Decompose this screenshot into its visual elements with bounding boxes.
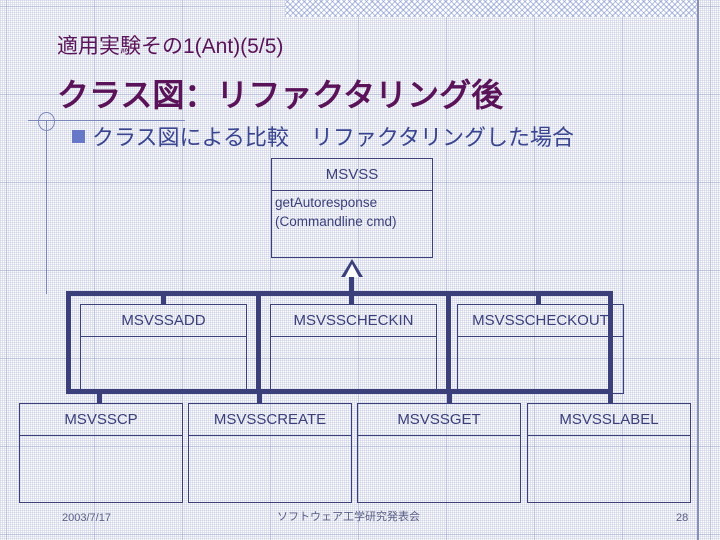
top-hatch-band (285, 0, 697, 17)
class-name: MSVSSCHECKOUT (458, 305, 623, 337)
connector-msvsscheckin (349, 291, 354, 305)
group-post-mid2-row2 (446, 291, 451, 394)
class-name: MSVSSADD (81, 305, 246, 337)
page-title: クラス図：リファクタリング後 (57, 77, 504, 113)
connector-msvssget (447, 389, 452, 403)
footer-title: ソフトウェア工学研究発表会 (277, 511, 420, 523)
placeholder-vertical-line (46, 120, 47, 294)
generalization-spine-row2 (66, 291, 613, 296)
class-name: MSVSSCHECKIN (271, 305, 436, 337)
connector-msvsscp (97, 389, 102, 403)
class-box-msvsscheckout[interactable]: MSVSSCHECKOUT (457, 304, 624, 394)
square-bullet-icon (72, 129, 85, 143)
connector-msvsscreate (257, 389, 262, 403)
connector-msvsscheckout (536, 291, 541, 305)
footer-page-number: 28 (676, 512, 689, 524)
bullet-text: クラス図による比較 リファクタリングした場合 (92, 125, 575, 150)
class-name: MSVSSCP (20, 404, 182, 436)
generalization-spine-row3 (66, 389, 613, 394)
slide-kicker: 適用実験その1(Ant)(5/5) (57, 35, 284, 58)
class-box-msvssadd[interactable]: MSVSSADD (80, 304, 247, 394)
class-box-msvsslabel[interactable]: MSVSSLABEL (527, 403, 691, 503)
class-box-msvsscp[interactable]: MSVSSCP (19, 403, 183, 503)
operation-line: getAutoresponse (275, 195, 378, 210)
placeholder-circle-handle-icon (38, 112, 55, 131)
class-box-msvsscheckin[interactable]: MSVSSCHECKIN (270, 304, 437, 394)
class-operations: getAutoresponse (Commandline cmd) (272, 191, 432, 231)
generalization-stem (349, 277, 354, 294)
footer-date: 2003/7/17 (62, 512, 111, 524)
right-vertical-rule (697, 0, 699, 540)
class-name: MSVSSLABEL (528, 404, 690, 436)
connector-msvssadd (161, 291, 166, 305)
class-name: MSVSSCREATE (189, 404, 351, 436)
class-name: MSVSS (272, 159, 432, 191)
group-post-right-row2 (608, 291, 613, 394)
placeholder-horizontal-line (28, 120, 185, 121)
class-box-msvssget[interactable]: MSVSSGET (357, 403, 521, 503)
class-name: MSVSSGET (358, 404, 520, 436)
class-box-msvss[interactable]: MSVSS getAutoresponse (Commandline cmd) (271, 158, 433, 258)
bullet-line: クラス図による比較 リファクタリングした場合 (72, 120, 574, 152)
group-post-left-row2 (66, 291, 71, 394)
class-box-msvsscreate[interactable]: MSVSSCREATE (188, 403, 352, 503)
group-post-mid1-row2 (256, 291, 261, 394)
connector-msvsslabel (608, 389, 613, 403)
operation-line: (Commandline cmd) (275, 214, 397, 229)
class-operations (528, 436, 690, 536)
